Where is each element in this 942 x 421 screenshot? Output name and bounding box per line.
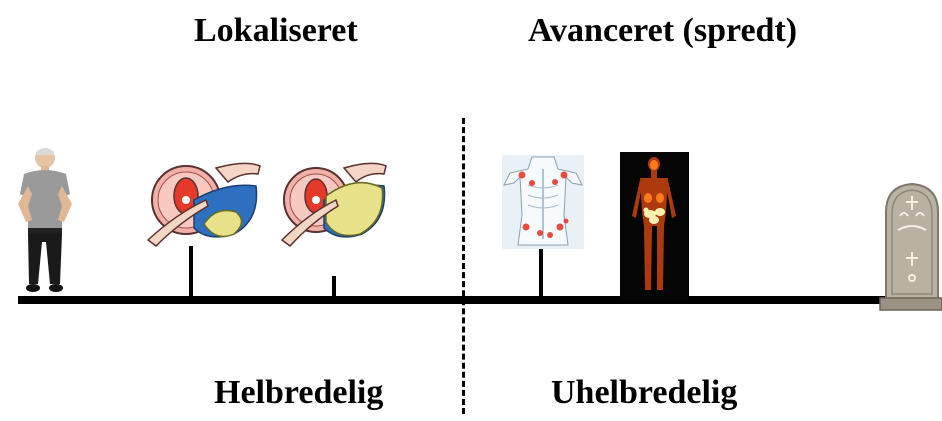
timeline-tick-2 — [332, 276, 336, 298]
outcome-curable-label: Helbredelig — [214, 376, 383, 410]
outcome-incurable-label: Uhelbredelig — [551, 376, 737, 410]
prostate-localized-icon — [146, 160, 262, 248]
stage-advanced-label: Avanceret (spredt) — [528, 14, 797, 48]
stage-localized-label: Lokaliseret — [194, 14, 358, 48]
tombstone-icon — [878, 182, 942, 312]
man-icon — [8, 146, 80, 294]
timeline-axis — [18, 296, 918, 304]
timeline-tick-3 — [539, 248, 543, 298]
timeline-tick-1 — [189, 246, 193, 298]
stage-divider — [462, 118, 465, 414]
pet-scan-icon — [620, 152, 689, 300]
body-metastases-icon — [502, 155, 584, 249]
prostate-advanced-local-icon — [280, 160, 388, 248]
